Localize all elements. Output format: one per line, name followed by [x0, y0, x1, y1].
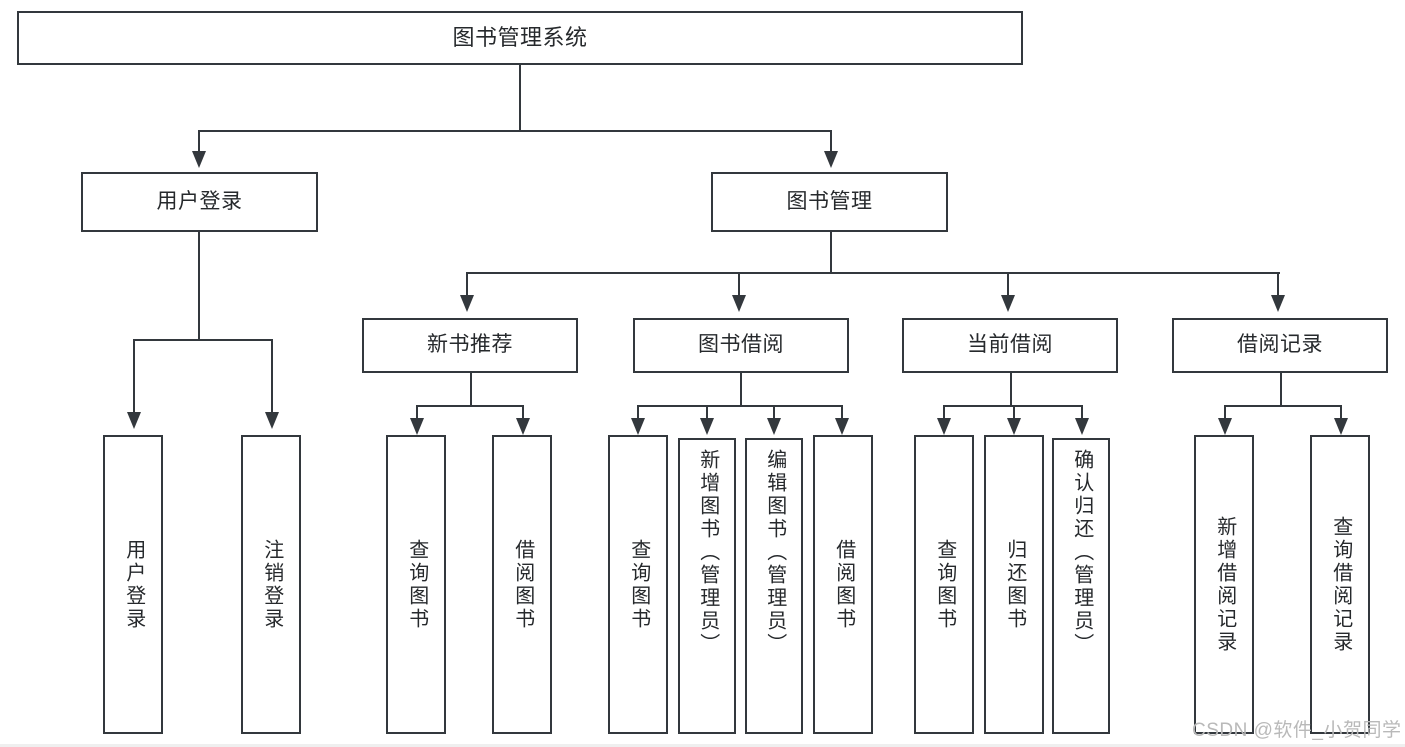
arrow-bb-leaf-3	[767, 418, 781, 435]
arrow-to-leaf-user-login	[127, 412, 141, 429]
arrow-to-borrow-record	[1271, 295, 1285, 312]
connector-level3-bus	[466, 272, 1280, 274]
connector-user-login-drop-2	[271, 339, 273, 413]
node-label: 新增图书（管理员）	[696, 449, 719, 656]
connector-book-borrow-stem	[740, 373, 742, 407]
node-label: 查询图书	[627, 538, 650, 631]
leaf-cb-confirm-return-admin[interactable]: 确认归还（管理员）	[1052, 438, 1110, 734]
arrow-cb-leaf-2	[1007, 418, 1021, 435]
node-label: 确认归还（管理员）	[1070, 449, 1093, 656]
arrow-to-book-borrow	[732, 295, 746, 312]
node-label: 编辑图书（管理员）	[763, 449, 786, 656]
connector-current-borrow-stem	[1010, 373, 1012, 407]
arrow-cb-leaf-3	[1075, 418, 1089, 435]
leaf-bb-query-book[interactable]: 查询图书	[608, 435, 668, 734]
leaf-user-login[interactable]: 用户登录	[103, 435, 163, 734]
node-book-management[interactable]: 图书管理	[711, 172, 948, 232]
arrow-br-leaf-1	[1218, 418, 1232, 435]
node-borrow-record[interactable]: 借阅记录	[1172, 318, 1388, 373]
connector-user-login-stem	[198, 232, 200, 341]
node-label: 借阅图书	[511, 538, 534, 631]
connector-br-drop-1	[1224, 405, 1226, 419]
arrow-newbook-leaf-2	[516, 418, 530, 435]
connector-user-login-drop-1	[133, 339, 135, 413]
leaf-newbook-query-book[interactable]: 查询图书	[386, 435, 446, 734]
node-label: 用户登录	[156, 189, 243, 213]
node-label: 注销登录	[260, 538, 283, 631]
arrow-root-to-book-manage	[824, 151, 838, 168]
node-new-book-recommend[interactable]: 新书推荐	[362, 318, 578, 373]
arrow-br-leaf-2	[1334, 418, 1348, 435]
leaf-newbook-borrow-book[interactable]: 借阅图书	[492, 435, 552, 734]
connector-bb-drop-1	[637, 405, 639, 419]
connector-bb-drop-3	[773, 405, 775, 419]
bottom-edge-strip	[0, 744, 1405, 747]
node-label: 查询图书	[933, 538, 956, 631]
connector-root-drop-2	[830, 130, 832, 152]
connector-cb-drop-1	[943, 405, 945, 419]
leaf-br-add-record[interactable]: 新增借阅记录	[1194, 435, 1254, 734]
connector-book-borrow-bus	[637, 405, 843, 407]
node-label: 图书管理系统	[452, 25, 588, 51]
node-root-system[interactable]: 图书管理系统	[17, 11, 1023, 65]
node-label: 借阅图书	[832, 538, 855, 631]
node-label: 查询图书	[405, 538, 428, 631]
node-label: 当前借阅	[967, 333, 1053, 357]
leaf-bb-edit-book-admin[interactable]: 编辑图书（管理员）	[745, 438, 803, 734]
connector-borrow-record-bus	[1224, 405, 1342, 407]
arrow-root-to-user-login	[192, 151, 206, 168]
arrow-cb-leaf-1	[937, 418, 951, 435]
connector-borrow-record-stem	[1280, 373, 1282, 407]
connector-new-book-drop-2	[522, 405, 524, 419]
node-label: 归还图书	[1003, 538, 1026, 631]
node-label: 借阅记录	[1237, 333, 1323, 357]
node-current-borrow[interactable]: 当前借阅	[902, 318, 1118, 373]
connector-user-login-bus	[133, 339, 273, 341]
connector-level3-drop-2	[738, 272, 740, 296]
leaf-cb-return-book[interactable]: 归还图书	[984, 435, 1044, 734]
node-label: 新书推荐	[427, 333, 513, 357]
node-user-login[interactable]: 用户登录	[81, 172, 318, 232]
node-book-borrow[interactable]: 图书借阅	[633, 318, 849, 373]
node-label: 图书管理	[786, 189, 873, 213]
connector-bb-drop-4	[841, 405, 843, 419]
connector-new-book-bus	[416, 405, 524, 407]
arrow-to-leaf-logout	[265, 412, 279, 429]
connector-new-book-stem	[470, 373, 472, 407]
node-label: 新增借阅记录	[1213, 515, 1236, 654]
arrow-bb-leaf-4	[835, 418, 849, 435]
connector-br-drop-2	[1340, 405, 1342, 419]
connector-level3-drop-1	[466, 272, 468, 296]
connector-cb-drop-3	[1081, 405, 1083, 419]
arrow-to-current-borrow	[1001, 295, 1015, 312]
connector-root-bus	[198, 130, 832, 132]
leaf-br-query-record[interactable]: 查询借阅记录	[1310, 435, 1370, 734]
arrow-bb-leaf-1	[631, 418, 645, 435]
connector-book-manage-stem	[830, 232, 832, 274]
leaf-bb-borrow-book[interactable]: 借阅图书	[813, 435, 873, 734]
node-label: 用户登录	[122, 538, 145, 631]
leaf-bb-add-book-admin[interactable]: 新增图书（管理员）	[678, 438, 736, 734]
arrow-bb-leaf-2	[700, 418, 714, 435]
connector-root-drop-1	[198, 130, 200, 152]
connector-level3-drop-4	[1277, 272, 1279, 296]
node-label: 查询借阅记录	[1329, 515, 1352, 654]
connector-root-stem	[519, 65, 521, 131]
arrow-to-new-book	[460, 295, 474, 312]
leaf-cb-query-book[interactable]: 查询图书	[914, 435, 974, 734]
connector-bb-drop-2	[706, 405, 708, 419]
connector-cb-drop-2	[1013, 405, 1015, 419]
connector-level3-drop-3	[1007, 272, 1009, 296]
connector-new-book-drop-1	[416, 405, 418, 419]
leaf-logout[interactable]: 注销登录	[241, 435, 301, 734]
arrow-newbook-leaf-1	[410, 418, 424, 435]
node-label: 图书借阅	[698, 333, 784, 357]
